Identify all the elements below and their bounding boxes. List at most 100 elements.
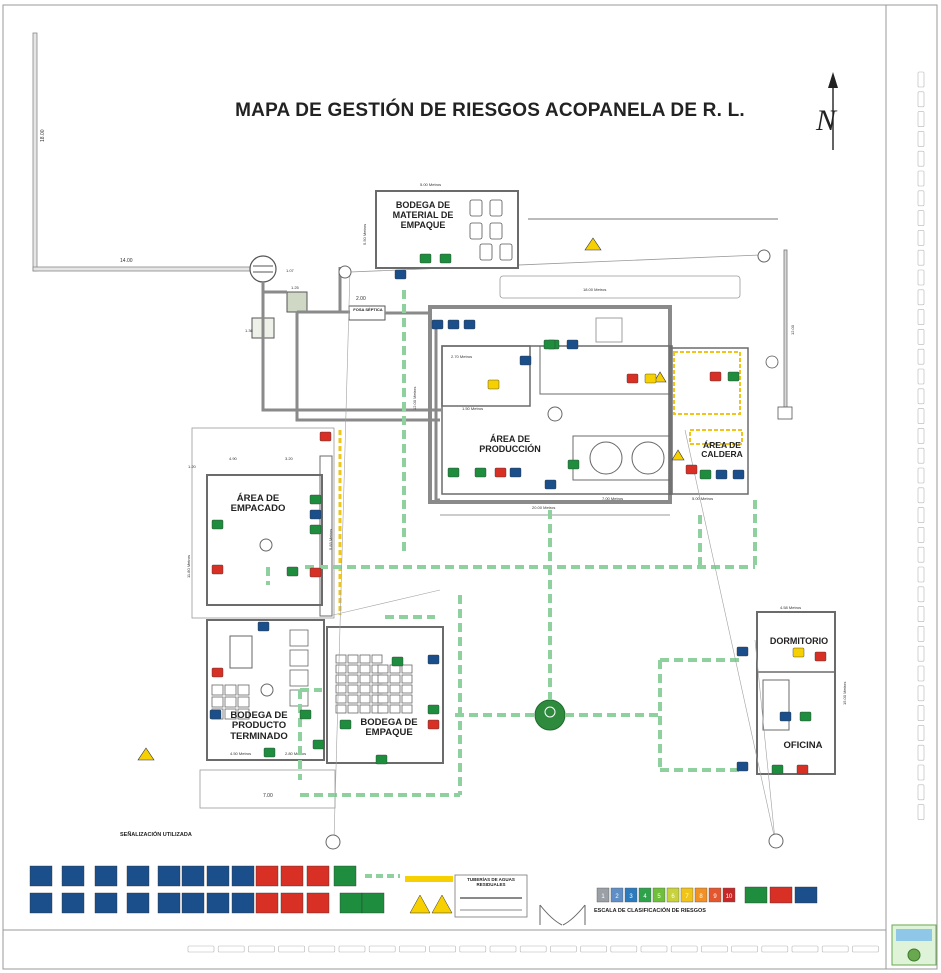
pallet-icon (377, 664, 389, 674)
pallet-icon (389, 704, 401, 714)
dimension-12-00: 12.00 (790, 324, 795, 335)
pallet-icon (359, 674, 371, 684)
margin-box (670, 945, 698, 953)
margin-box (917, 131, 925, 147)
evacuation-routes (266, 290, 757, 797)
safety-sign-icon (567, 459, 580, 470)
legend-sign-icon (29, 865, 53, 887)
page-title: MAPA DE GESTIÓN DE RIESGOS ACOPANELA DE … (235, 100, 745, 121)
risk-scale-swatch (722, 887, 736, 903)
margin-box (917, 408, 925, 424)
pallet-icon (289, 629, 309, 647)
safety-sign-icon (427, 704, 440, 715)
margin-box (821, 945, 849, 953)
exit-symbol-bottom-right (768, 833, 784, 849)
margin-box (917, 447, 925, 464)
safety-sign-icon (391, 656, 404, 667)
legend-sign-icon (181, 865, 205, 887)
safety-sign-icon (427, 654, 440, 665)
margin-box (917, 784, 925, 801)
pallet-icon (401, 694, 413, 704)
pallet-icon (347, 694, 359, 704)
safety-sign-icon (394, 269, 407, 280)
dimension-14-00: 14.00 (120, 258, 133, 264)
room-produccion-outer (428, 305, 672, 504)
margin-box (917, 626, 925, 642)
light-fixture-icon (259, 538, 273, 552)
margin-box (917, 507, 925, 523)
risk-scale-swatch (666, 887, 680, 903)
pallet-grid-empaque (335, 654, 413, 714)
margin-box (917, 645, 925, 662)
legend-sign-icons (29, 865, 453, 914)
margin-boxes-right (917, 71, 925, 820)
pallet-icon (401, 684, 413, 694)
pallet-icon (347, 664, 359, 674)
dimension-4-90: 4.90 (229, 456, 238, 461)
risk-scale-value: 10 (726, 894, 733, 900)
margin-box (917, 309, 925, 325)
legend-warning-icon (431, 894, 453, 914)
margin-box (917, 527, 925, 543)
room-label-produccion: ÁREA DE PRODUCCIÓN (479, 434, 541, 454)
dimension-20-00-metros: 20.00 Metros (532, 505, 555, 510)
fosa-septica-label: FOSA SÉPTICA (353, 307, 383, 312)
legend-sign-icon (94, 865, 118, 887)
pallet-icon (237, 696, 250, 708)
margin-box (917, 546, 925, 563)
dimension-5-00-metros-caldera: 5.00 Metros (692, 496, 713, 501)
margin-box (917, 606, 925, 622)
risk-scale-swatch (610, 887, 624, 903)
risk-scale-value: 5 (657, 894, 661, 900)
dimension-4-50-metros: 4.50 Metros (230, 751, 251, 756)
pallet-icon (335, 704, 347, 714)
pallet-icon (377, 674, 389, 684)
safety-sign-icon (779, 711, 792, 722)
shelf-icon (499, 243, 513, 261)
legend-sign-icon (61, 892, 85, 914)
safety-sign-icon (709, 371, 722, 382)
margin-box (761, 945, 789, 953)
pallet-icon (401, 674, 413, 684)
room-label-producto-terminado: BODEGA DE PRODUCTO TERMINADO (230, 710, 288, 742)
dimension-7-00-metros: 7.00 Metros (602, 496, 623, 501)
pallet-icon (224, 708, 237, 720)
safety-sign-icon (439, 253, 452, 264)
pallet-table (229, 635, 253, 669)
building-dormitorio-oficina (756, 611, 836, 775)
safety-sign-icon (796, 764, 809, 775)
margin-box (917, 210, 925, 226)
lab-room (441, 345, 531, 407)
safety-sign-icon (211, 564, 224, 575)
margin-box (248, 945, 275, 953)
pallet-icon (335, 654, 347, 664)
legend-senalizacion-title: SEÑALIZACIÓN UTILIZADA (120, 832, 192, 838)
boundary-path-rect (499, 275, 741, 299)
margin-box (338, 945, 366, 953)
room-caldera (669, 347, 749, 495)
meeting-point-icon (534, 699, 566, 731)
pallet-icon (335, 674, 347, 684)
safety-sign-icon (626, 373, 639, 384)
margin-box (459, 945, 487, 953)
room-label-empacado: ÁREA DE EMPACADO (230, 493, 286, 515)
legend-sign-icon (29, 892, 53, 914)
loading-area-outline (199, 769, 336, 809)
perimeter-wall-vertical (32, 32, 38, 272)
warning-triangle-icons (137, 237, 685, 761)
margin-box (917, 289, 925, 306)
safety-sign-icon (732, 469, 745, 480)
margin-box (917, 764, 925, 781)
safety-sign-icon (309, 509, 322, 520)
process-room (539, 345, 671, 395)
pallet-icon (377, 704, 389, 714)
dimension-7-00: 7.00 (263, 793, 273, 799)
dimension-1-50-metros: 1.50 Metros (462, 406, 483, 411)
safety-sign-icon (715, 469, 728, 480)
pallet-icon (389, 694, 401, 704)
risk-scale-value: 9 (713, 894, 717, 900)
safety-sign-icon (211, 519, 224, 530)
pallet-icon (224, 696, 237, 708)
legend-sign-icon (361, 892, 385, 914)
dimension-11-80-metros: 11.80 Metros (186, 555, 191, 578)
